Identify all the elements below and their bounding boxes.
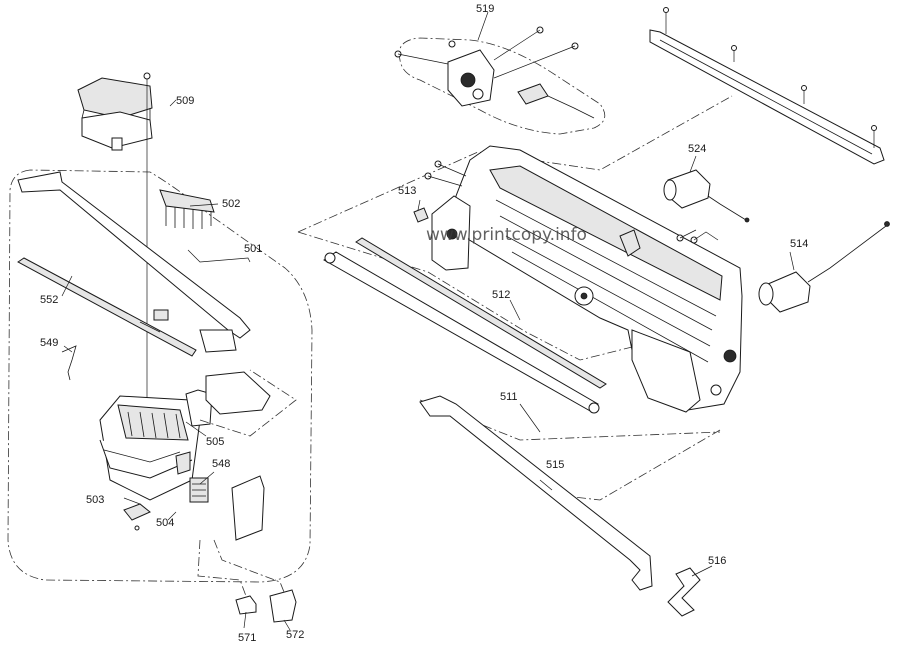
carriage-assembly-group xyxy=(7,72,313,631)
part-502-comb xyxy=(159,189,215,229)
callout-524: 524 xyxy=(688,143,706,155)
callout-514: 514 xyxy=(790,238,808,250)
callout-549: 549 xyxy=(40,337,58,349)
callout-516: 516 xyxy=(708,555,726,567)
ffc-cable-upper xyxy=(17,171,251,339)
callout-548: 548 xyxy=(212,458,230,470)
screw-509 xyxy=(143,72,151,80)
callout-513: 513 xyxy=(398,185,416,197)
part-503-clip xyxy=(123,503,151,521)
callout-502: 502 xyxy=(222,198,240,210)
callout-512: 512 xyxy=(492,289,510,301)
callout-501: 501 xyxy=(244,243,262,255)
callout-552: 552 xyxy=(40,294,58,306)
carriage-body xyxy=(99,395,201,501)
assembly-outline-519 xyxy=(398,37,606,135)
part-top-rail xyxy=(649,29,885,165)
mechanism-assembly-group xyxy=(297,7,890,617)
callout-504: 504 xyxy=(156,517,174,529)
callout-515: 515 xyxy=(546,459,564,471)
part-sensor xyxy=(153,309,169,321)
part-571 xyxy=(235,595,257,615)
part-524-motor xyxy=(663,169,750,223)
callout-505: 505 xyxy=(206,436,224,448)
part-513-clip xyxy=(413,207,429,223)
part-519-gear-unit xyxy=(447,49,595,119)
main-chassis xyxy=(431,145,743,413)
part-sub-board xyxy=(205,371,271,415)
callout-511: 511 xyxy=(500,391,518,403)
watermark-text: www.printcopy.info xyxy=(426,225,587,245)
part-552-scale xyxy=(17,257,197,357)
part-side-bracket xyxy=(231,475,265,541)
callout-519: 519 xyxy=(476,3,494,15)
part-572 xyxy=(269,589,297,623)
part-514-motor xyxy=(758,221,890,313)
part-509-cover xyxy=(77,77,153,151)
part-512-shaft xyxy=(355,237,607,389)
part-515-ffc-cable xyxy=(419,395,653,591)
callout-509: 509 xyxy=(176,95,194,107)
part-549-spring xyxy=(61,345,77,381)
callout-labels: 509 502 501 552 549 505 548 503 504 571 … xyxy=(40,3,808,644)
callout-503: 503 xyxy=(86,494,104,506)
part-516-cable xyxy=(667,567,701,617)
callout-571: 571 xyxy=(238,632,256,644)
callout-572: 572 xyxy=(286,629,304,641)
